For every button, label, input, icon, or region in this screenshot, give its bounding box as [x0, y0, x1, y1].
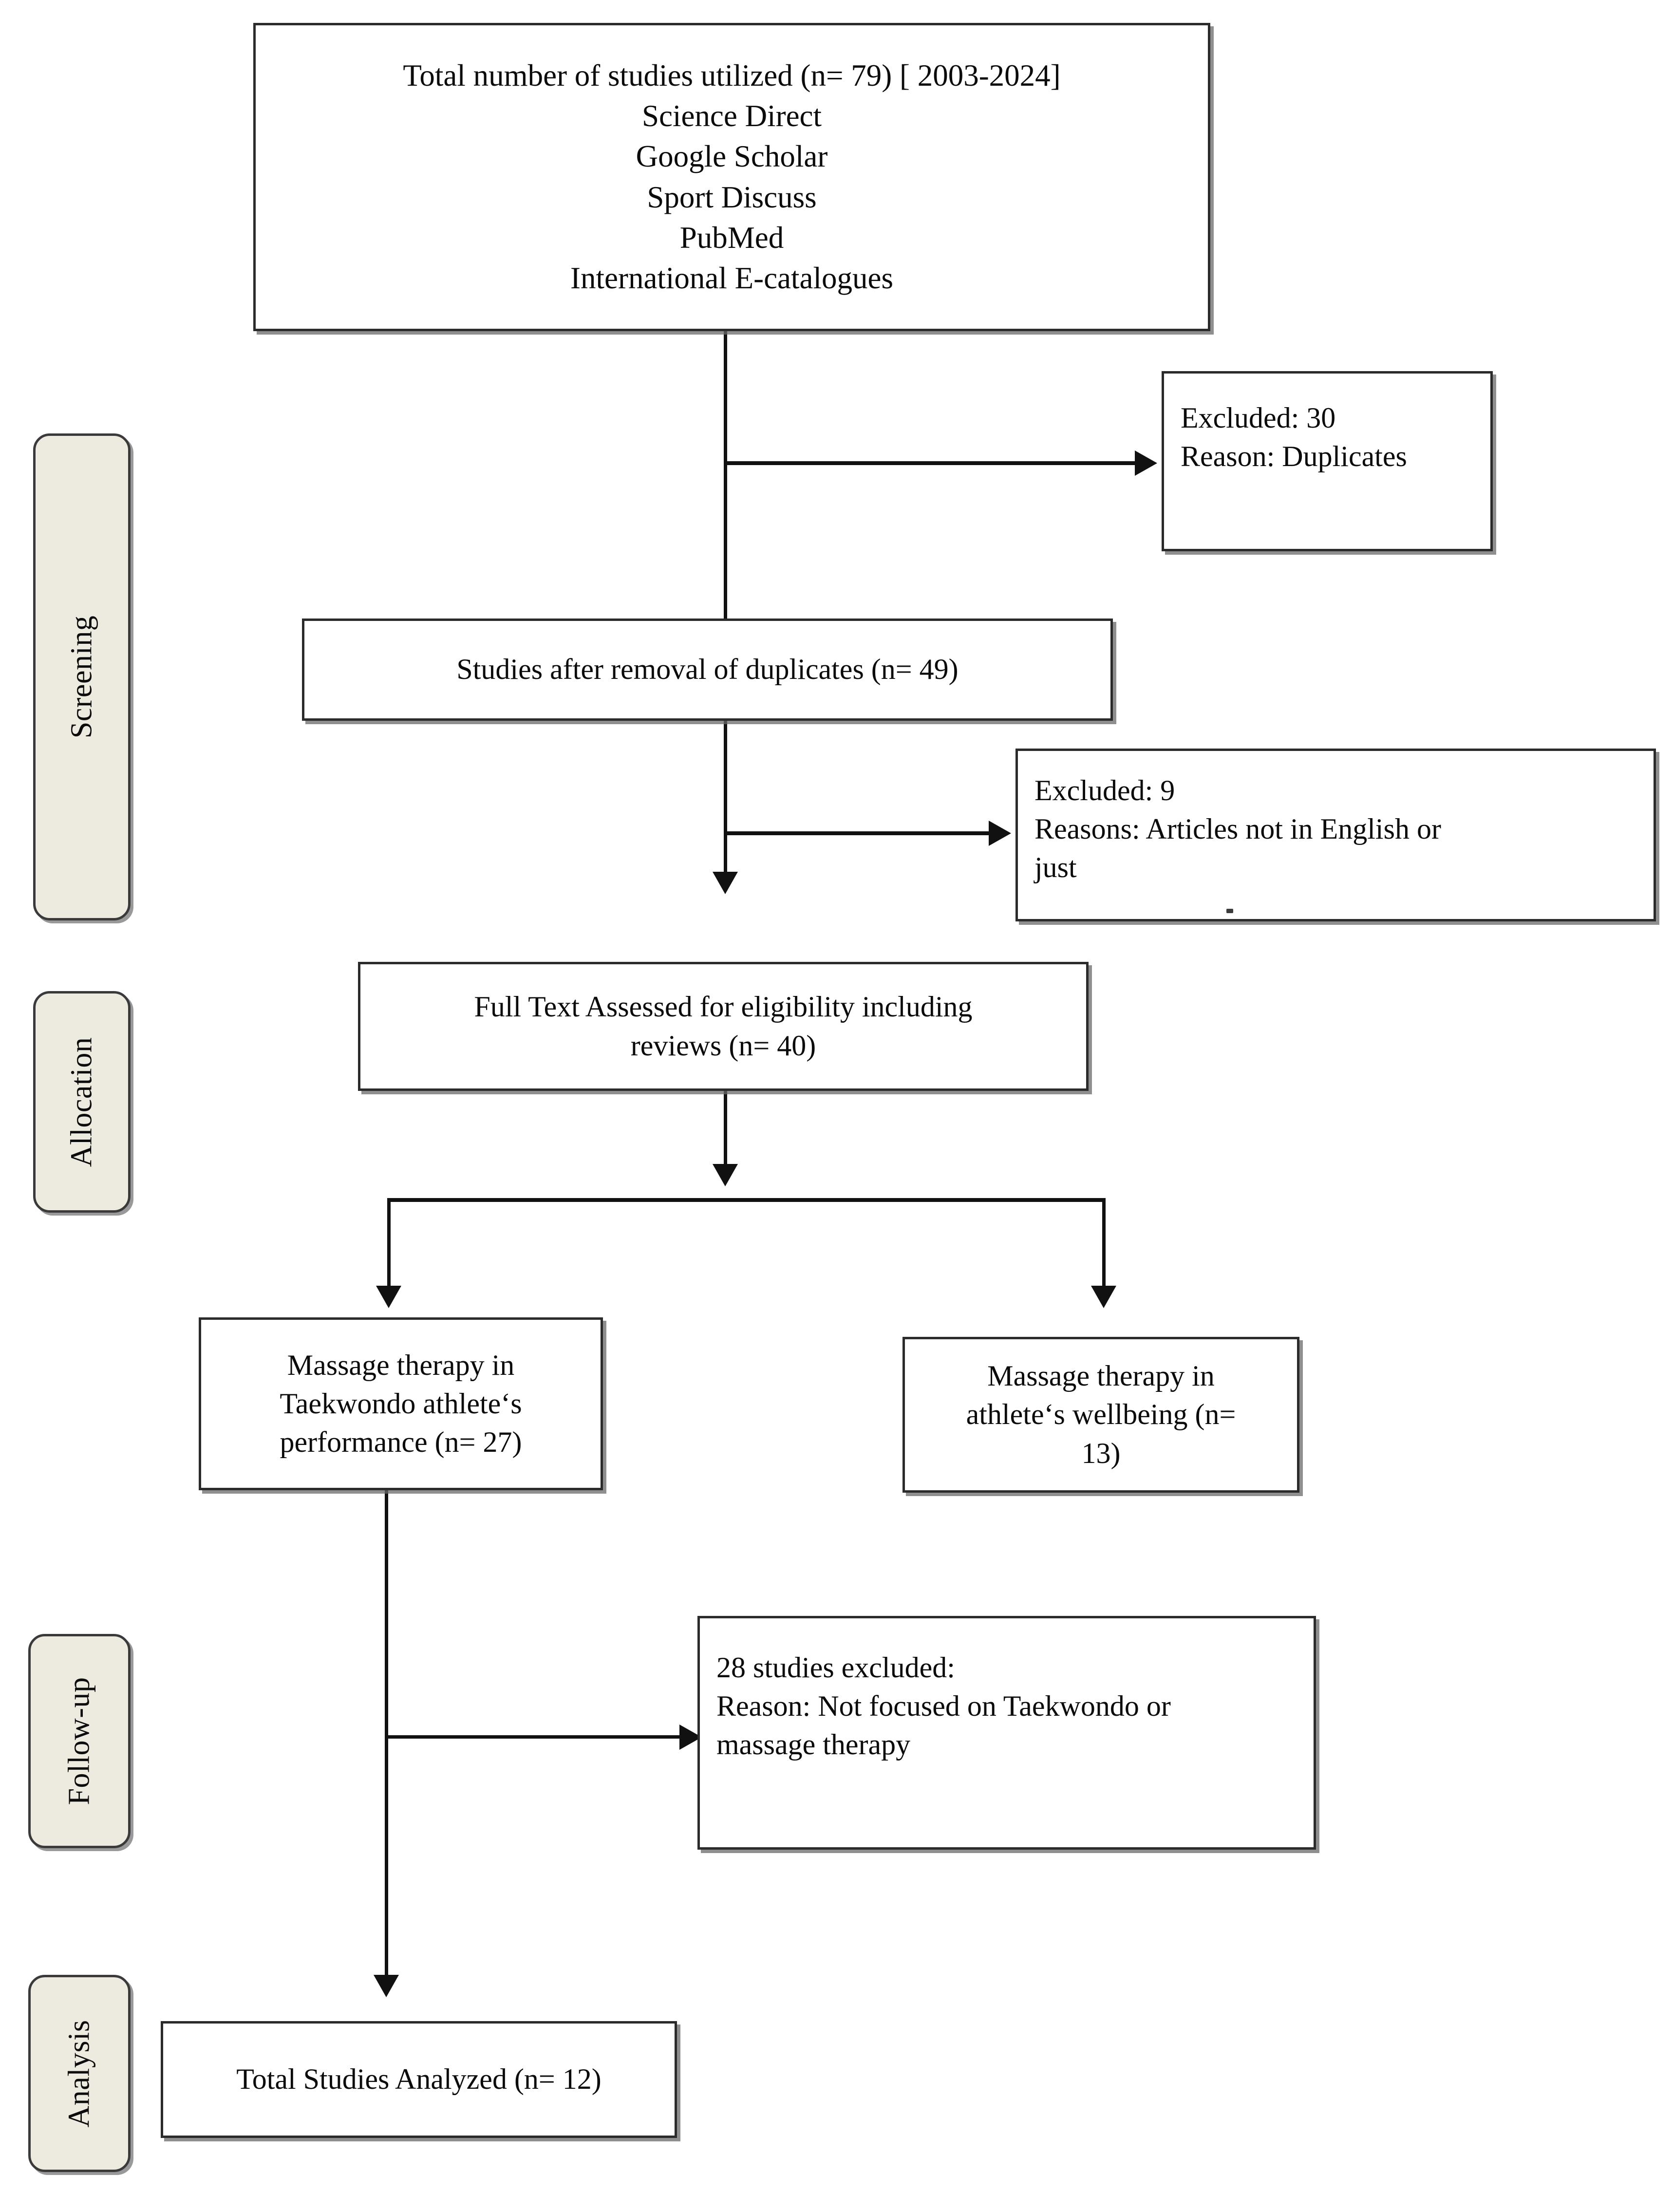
node-excluded-focus: 28 studies excluded: Reason: Not focused… — [697, 1616, 1316, 1850]
excluded-duplicates-line-1: Excluded: 30 — [1181, 402, 1336, 434]
excluded-focus-line-3: massage therapy — [716, 1728, 911, 1761]
connector-identification-to-screening — [724, 331, 727, 619]
branch-wellbeing-line-2: athlete‘s wellbeing (n= — [966, 1398, 1236, 1431]
excluded-language-line-3: just — [1034, 851, 1077, 884]
stage-pill-allocation: Allocation — [33, 991, 131, 1213]
stage-pill-analysis: Analysis — [28, 1975, 131, 2172]
after-duplicates-line-1: Studies after removal of duplicates (n= … — [456, 653, 959, 686]
identification-line-5: PubMed — [679, 220, 784, 255]
node-branch-wellbeing: Massage therapy in athlete‘s wellbeing (… — [902, 1337, 1299, 1493]
connector-to-excluded-language — [724, 831, 1001, 835]
arrowhead-branch-performance — [376, 1286, 401, 1308]
connector-after-duplicates-down — [724, 721, 727, 886]
excluded-focus-line-2: Reason: Not focused on Taekwondo or — [716, 1690, 1171, 1723]
connector-performance-to-analysis — [385, 1490, 388, 1989]
connector-to-excluded-focus — [385, 1735, 694, 1739]
arrowhead-total-analyzed — [374, 1975, 399, 1997]
identification-line-4: Sport Discuss — [647, 180, 817, 214]
identification-line-3: Google Scholar — [636, 139, 828, 174]
branch-wellbeing-line-1: Massage therapy in — [987, 1360, 1215, 1392]
node-full-text: Full Text Assessed for eligibility inclu… — [358, 962, 1089, 1091]
connector-split-left — [387, 1198, 391, 1295]
arrowhead-after-duplicates-down — [713, 872, 738, 894]
node-identification: Total number of studies utilized (n= 79)… — [253, 23, 1210, 331]
excluded-language-line-1: Excluded: 9 — [1034, 774, 1175, 806]
stage-label-analysis: Analysis — [62, 2020, 96, 2127]
identification-line-6: International E-catalogues — [570, 261, 893, 295]
arrowhead-branch-wellbeing — [1091, 1286, 1116, 1308]
full-text-line-2: reviews (n= 40) — [630, 1029, 816, 1062]
connector-split-bar — [387, 1198, 1106, 1202]
stage-pill-followup: Follow-up — [28, 1634, 131, 1848]
node-excluded-duplicates: Excluded: 30 Reason: Duplicates — [1162, 371, 1493, 551]
connector-split-right — [1102, 1198, 1106, 1295]
total-analyzed-line-1: Total Studies Analyzed (n= 12) — [236, 2063, 602, 2096]
stage-label-allocation: Allocation — [65, 1037, 98, 1167]
branch-performance-line-3: performance (n= 27) — [280, 1426, 522, 1459]
stage-pill-screening: Screening — [33, 433, 131, 920]
stray-mark-artifact — [1226, 909, 1233, 913]
arrowhead-full-text-down — [713, 1164, 738, 1186]
node-total-analyzed: Total Studies Analyzed (n= 12) — [161, 2021, 677, 2138]
branch-performance-line-1: Massage therapy in — [287, 1349, 515, 1381]
excluded-language-line-2: Reasons: Articles not in English or — [1034, 813, 1441, 845]
node-after-duplicates: Studies after removal of duplicates (n= … — [302, 619, 1113, 721]
stage-label-followup: Follow-up — [62, 1677, 96, 1805]
identification-line-1: Total number of studies utilized (n= 79)… — [403, 58, 1061, 93]
connector-to-excluded-duplicates — [724, 461, 1147, 465]
full-text-line-1: Full Text Assessed for eligibility inclu… — [474, 991, 973, 1023]
stage-label-screening: Screening — [65, 615, 98, 739]
identification-line-2: Science Direct — [641, 99, 822, 133]
arrowhead-excluded-language — [989, 821, 1011, 846]
node-branch-performance: Massage therapy in Taekwondo athlete‘s p… — [199, 1317, 603, 1490]
excluded-focus-line-1: 28 studies excluded: — [716, 1651, 955, 1684]
arrowhead-excluded-duplicates — [1135, 450, 1157, 476]
branch-performance-line-2: Taekwondo athlete‘s — [280, 1387, 522, 1420]
node-excluded-language: Excluded: 9 Reasons: Articles not in Eng… — [1015, 749, 1656, 921]
excluded-duplicates-line-2: Reason: Duplicates — [1181, 440, 1407, 473]
connector-full-text-down — [724, 1091, 727, 1174]
branch-wellbeing-line-3: 13) — [1081, 1437, 1121, 1469]
